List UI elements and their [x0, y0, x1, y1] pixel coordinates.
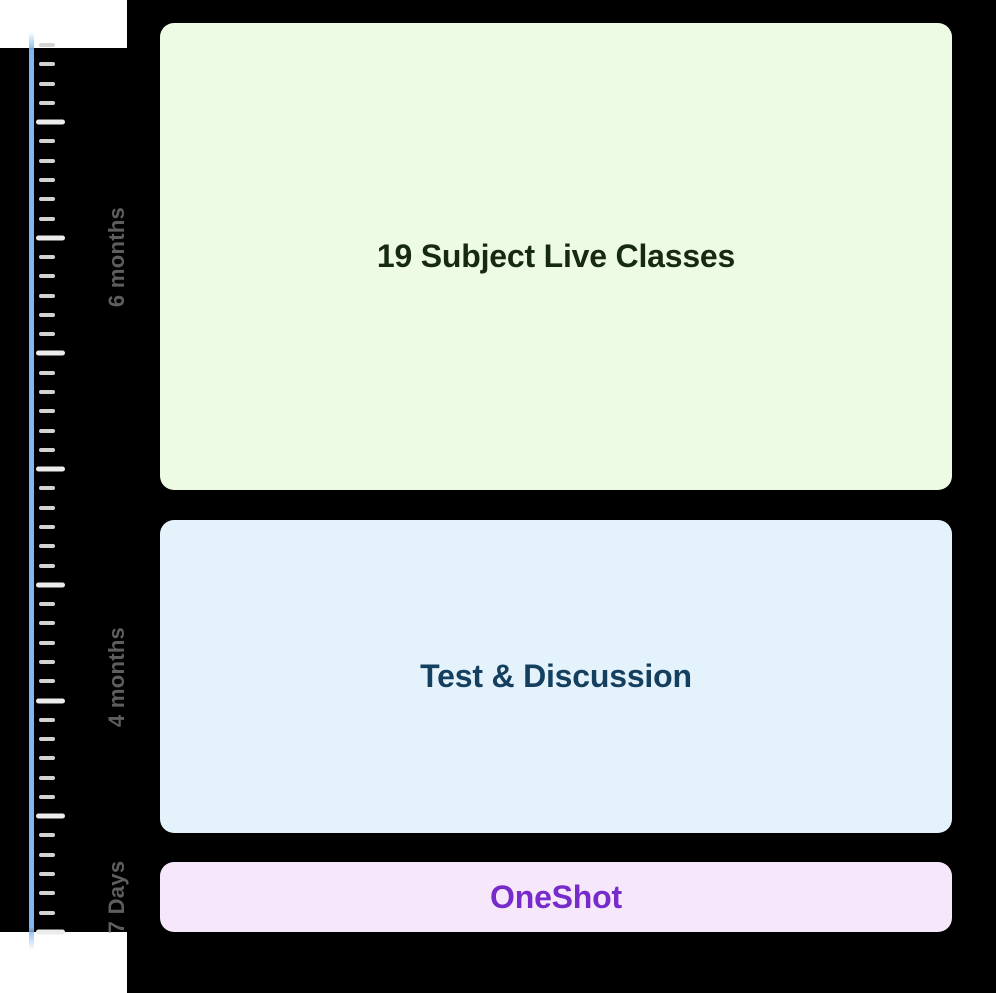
ruler-major-tick — [36, 582, 65, 588]
ruler-minor-tick — [39, 274, 55, 279]
section-card-oneshot: OneShot — [160, 862, 952, 932]
ruler-minor-tick — [39, 563, 55, 568]
ruler-minor-tick — [39, 139, 55, 144]
ruler-minor-tick — [39, 81, 55, 86]
ruler-minor-tick — [39, 486, 55, 491]
ruler-minor-tick — [39, 43, 55, 47]
ruler-minor-tick — [39, 872, 55, 877]
ruler-minor-tick — [39, 100, 55, 105]
duration-label-7-days: 7 Days — [104, 860, 129, 934]
ruler-major-tick — [36, 119, 65, 125]
ruler-major-tick — [36, 466, 65, 472]
timeline-axis-line — [29, 32, 34, 950]
ruler-minor-tick — [39, 737, 55, 742]
ruler-minor-tick — [39, 525, 55, 529]
ruler-major-tick — [36, 350, 65, 356]
ruler-major-tick — [36, 929, 65, 935]
ruler-minor-tick — [39, 409, 55, 414]
ruler-minor-tick — [39, 775, 55, 780]
ruler-minor-tick — [39, 177, 55, 182]
ruler-minor-tick — [39, 852, 55, 857]
ruler-major-tick — [36, 235, 65, 241]
ruler-major-tick — [36, 698, 65, 704]
bottom-left-white-panel — [0, 932, 127, 993]
ruler-minor-tick — [39, 544, 55, 549]
ruler-minor-tick — [39, 756, 55, 761]
ruler-minor-tick — [39, 833, 55, 838]
section-card-test-discussion: Test & Discussion — [160, 520, 952, 833]
ruler-minor-tick — [39, 659, 55, 664]
section-title-test-discussion: Test & Discussion — [420, 658, 692, 694]
section-title-live-classes: 19 Subject Live Classes — [376, 238, 736, 274]
ruler-minor-tick — [39, 679, 55, 684]
ruler-minor-tick — [39, 428, 55, 433]
section-card-live-classes: 19 Subject Live Classes — [160, 23, 952, 490]
ruler-minor-tick — [39, 910, 55, 915]
ruler-minor-tick — [39, 717, 55, 722]
ruler-minor-tick — [39, 158, 55, 163]
ruler-minor-tick — [39, 602, 55, 607]
section-title-oneshot: OneShot — [490, 878, 622, 915]
ruler-minor-tick — [39, 640, 55, 645]
ruler-minor-tick — [39, 891, 55, 896]
ruler-minor-tick — [39, 255, 55, 260]
ruler-major-tick — [36, 813, 65, 819]
top-left-white-panel — [0, 0, 127, 48]
ruler-minor-tick — [39, 447, 55, 452]
ruler-minor-tick — [39, 293, 55, 298]
ruler-minor-tick — [39, 794, 55, 799]
ruler-minor-tick — [39, 505, 55, 510]
ruler-minor-tick — [39, 370, 55, 375]
duration-label-6-months: 6 months — [104, 206, 129, 307]
ruler-minor-tick — [39, 332, 55, 337]
ruler-minor-tick — [39, 197, 55, 202]
ruler-minor-tick — [39, 390, 55, 395]
ruler-minor-tick — [39, 312, 55, 317]
ruler-minor-tick — [39, 62, 55, 67]
duration-label-4-months: 4 months — [104, 626, 129, 727]
ruler-minor-tick — [39, 216, 55, 221]
ruler-minor-tick — [39, 621, 55, 626]
